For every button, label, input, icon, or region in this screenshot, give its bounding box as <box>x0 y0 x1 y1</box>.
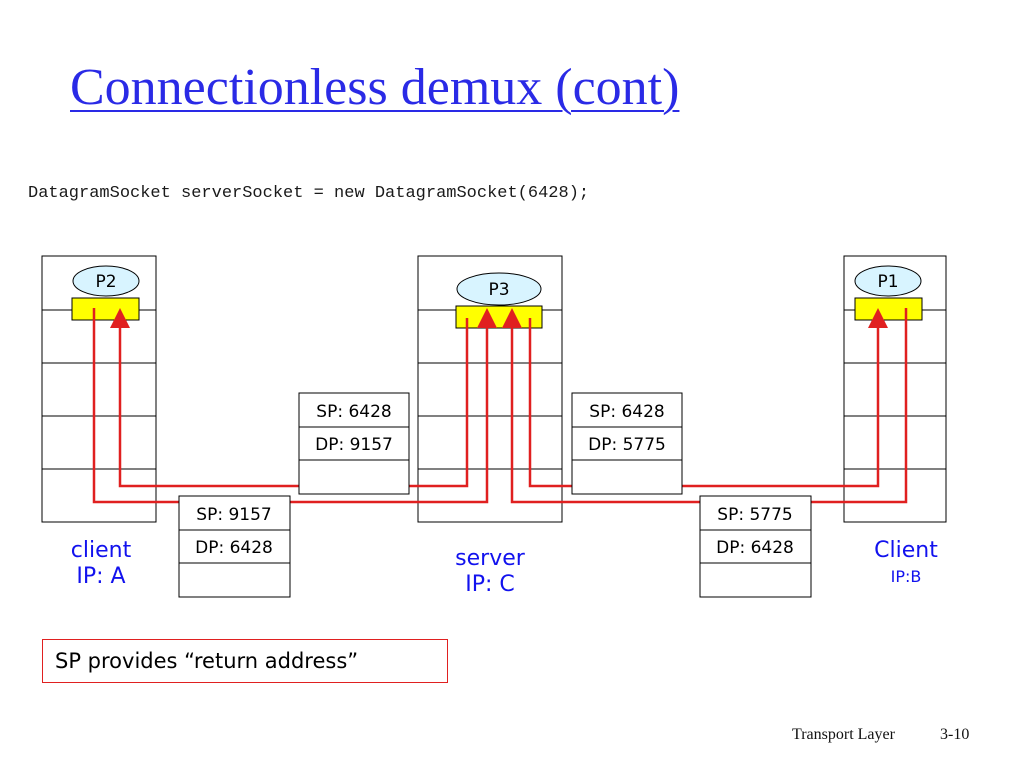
process-p1: P1 <box>854 265 922 297</box>
host-name: Client <box>874 538 938 563</box>
host-name: client <box>70 538 132 563</box>
code-line: DatagramSocket serverSocket = new Datagr… <box>28 184 590 203</box>
footer-page-number: 3-10 <box>940 726 970 743</box>
footer-section: Transport Layer <box>792 726 895 743</box>
process-p1-label: P1 <box>877 272 898 292</box>
segment-dp: DP: 6428 <box>195 538 273 558</box>
segment-sp: SP: 9157 <box>196 505 271 525</box>
return-address-note: SP provides “return address” <box>42 639 448 683</box>
host-label-client-a: client IP: A <box>46 538 156 590</box>
socket-client-a <box>71 297 140 321</box>
host-ip: IP: A <box>76 564 126 589</box>
host-label-server: server IP: C <box>430 546 550 598</box>
segment-server-to-client-b: SP: 6428 DP: 5775 <box>571 392 683 495</box>
segment-client-b-to-server: SP: 5775 DP: 6428 <box>699 495 812 598</box>
host-ip: IP: C <box>465 572 515 597</box>
segment-dp: DP: 9157 <box>315 435 393 455</box>
segment-sp: SP: 6428 <box>316 402 391 422</box>
segment-server-to-client-a: SP: 6428 DP: 9157 <box>298 392 410 495</box>
process-p2: P2 <box>72 265 140 297</box>
process-p2-label: P2 <box>95 272 116 292</box>
segment-client-a-to-server: SP: 9157 DP: 6428 <box>178 495 291 598</box>
process-p3-label: P3 <box>488 280 509 300</box>
host-name: server <box>455 546 525 571</box>
segment-dp: DP: 6428 <box>716 538 794 558</box>
process-p3: P3 <box>456 272 542 306</box>
segment-sp: SP: 5775 <box>717 505 792 525</box>
host-ip: IP:B <box>890 567 922 586</box>
segment-sp: SP: 6428 <box>589 402 664 422</box>
host-label-client-b: Client IP:B <box>850 538 962 590</box>
segment-dp: DP: 5775 <box>588 435 666 455</box>
arrow-server-to-client-b <box>528 308 888 488</box>
slide-title: Connectionless demux (cont) <box>70 59 680 116</box>
arrow-server-to-client-a <box>110 308 469 488</box>
socket-client-b <box>854 297 923 321</box>
